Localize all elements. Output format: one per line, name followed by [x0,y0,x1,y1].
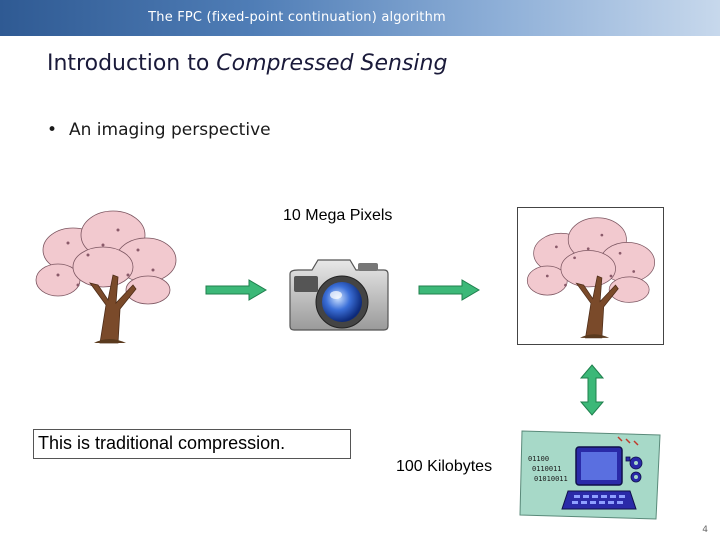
right-arrow-icon [205,279,267,301]
tree-icon [526,217,655,339]
page-number: 4 [702,525,708,535]
camera-label: 10 Mega Pixels [283,207,393,224]
header-bar: The FPC (fixed-point continuation) algor… [0,0,720,36]
bullet-item: • An imaging perspective [47,120,271,140]
slide-title-plain: Introduction to [47,51,217,76]
computer-icon: 01100 0110011 01010011 01100 10011 [519,430,661,520]
slide-title-italic: Compressed Sensing [216,51,448,76]
reconstructed-image-frame [517,207,664,345]
bullet-text: An imaging perspective [69,120,271,140]
size-label: 100 Kilobytes [396,458,493,475]
binary-line-3: 01010011 [534,475,568,483]
header-title: The FPC (fixed-point continuation) algor… [148,10,446,25]
compression-note: This is traditional compression. [33,429,351,459]
bullet-marker: • [47,120,58,140]
slide-title: Introduction to Compressed Sensing [47,51,447,76]
binary-line-2: 0110011 [532,465,562,473]
tree-icon [35,210,177,344]
right-arrow-icon [418,279,480,301]
camera-icon [289,259,389,331]
up-down-arrow-icon [579,364,605,416]
binary-line-1: 01100 [528,455,549,463]
